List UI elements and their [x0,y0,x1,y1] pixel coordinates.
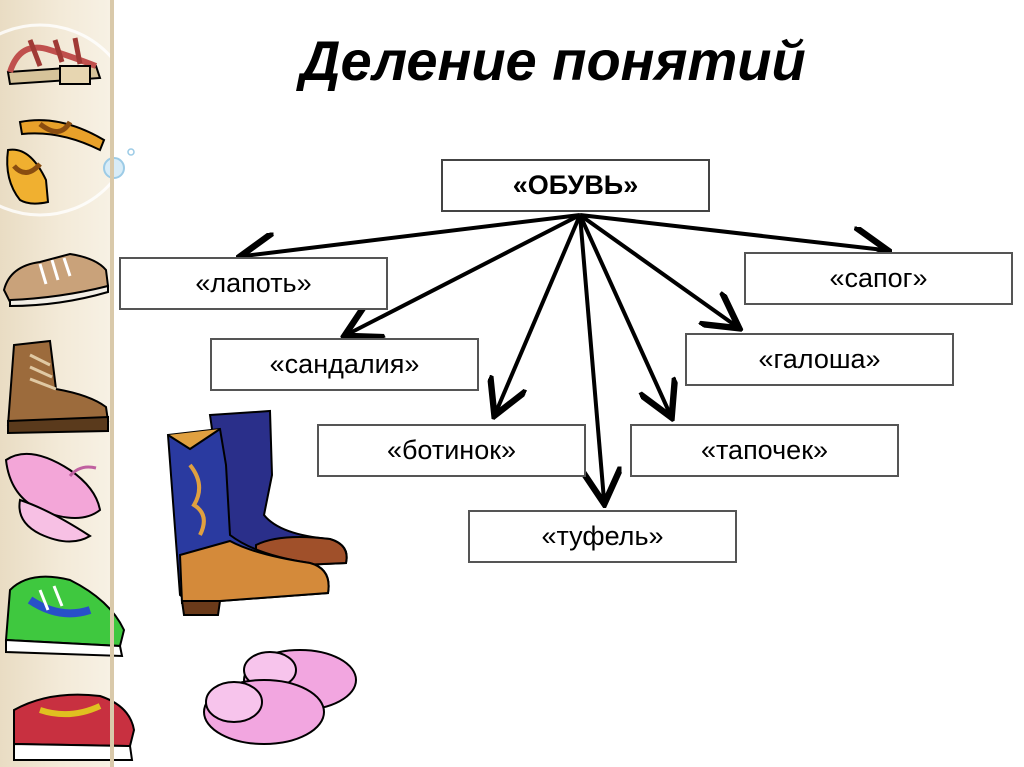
child-box-botinok: «ботинок» [317,424,586,477]
arrow-to-galosha [578,213,736,326]
child-box-tapochek: «тапочек» [630,424,899,477]
cowboy-boots-icon [166,409,348,616]
sidebar-border [110,0,114,767]
arrow-to-botinok [496,214,582,412]
sneaker-icon [13,693,136,761]
root-concept-box: «ОБУВЬ» [441,159,710,212]
sandal-icon [6,37,102,86]
child-box-lapot: «лапоть» [119,257,388,310]
arrow-to-tapochek [578,214,670,414]
arrow-to-sandaliya [348,213,581,334]
child-box-sapog: «сапог» [744,252,1013,305]
hiking-boot-icon [6,339,110,435]
arrow-to-sapog [579,213,884,250]
slide-title: Деление понятий [300,29,806,92]
arrow-to-tufel [578,214,604,500]
flip-flop-icon [6,119,106,205]
child-box-sandaliya: «сандалия» [210,338,479,391]
sneaker-icon [4,575,126,658]
ballet-slipper-icon [4,453,102,543]
fuzzy-slippers-icon [203,649,357,745]
child-box-tufel: «туфель» [468,510,737,563]
oxford-shoe-icon [2,252,110,308]
decorative-sidebar [0,0,137,767]
child-box-galosha: «галоша» [685,333,954,386]
arrow-to-lapot [244,213,581,256]
circle-decoration-icon [0,23,137,217]
